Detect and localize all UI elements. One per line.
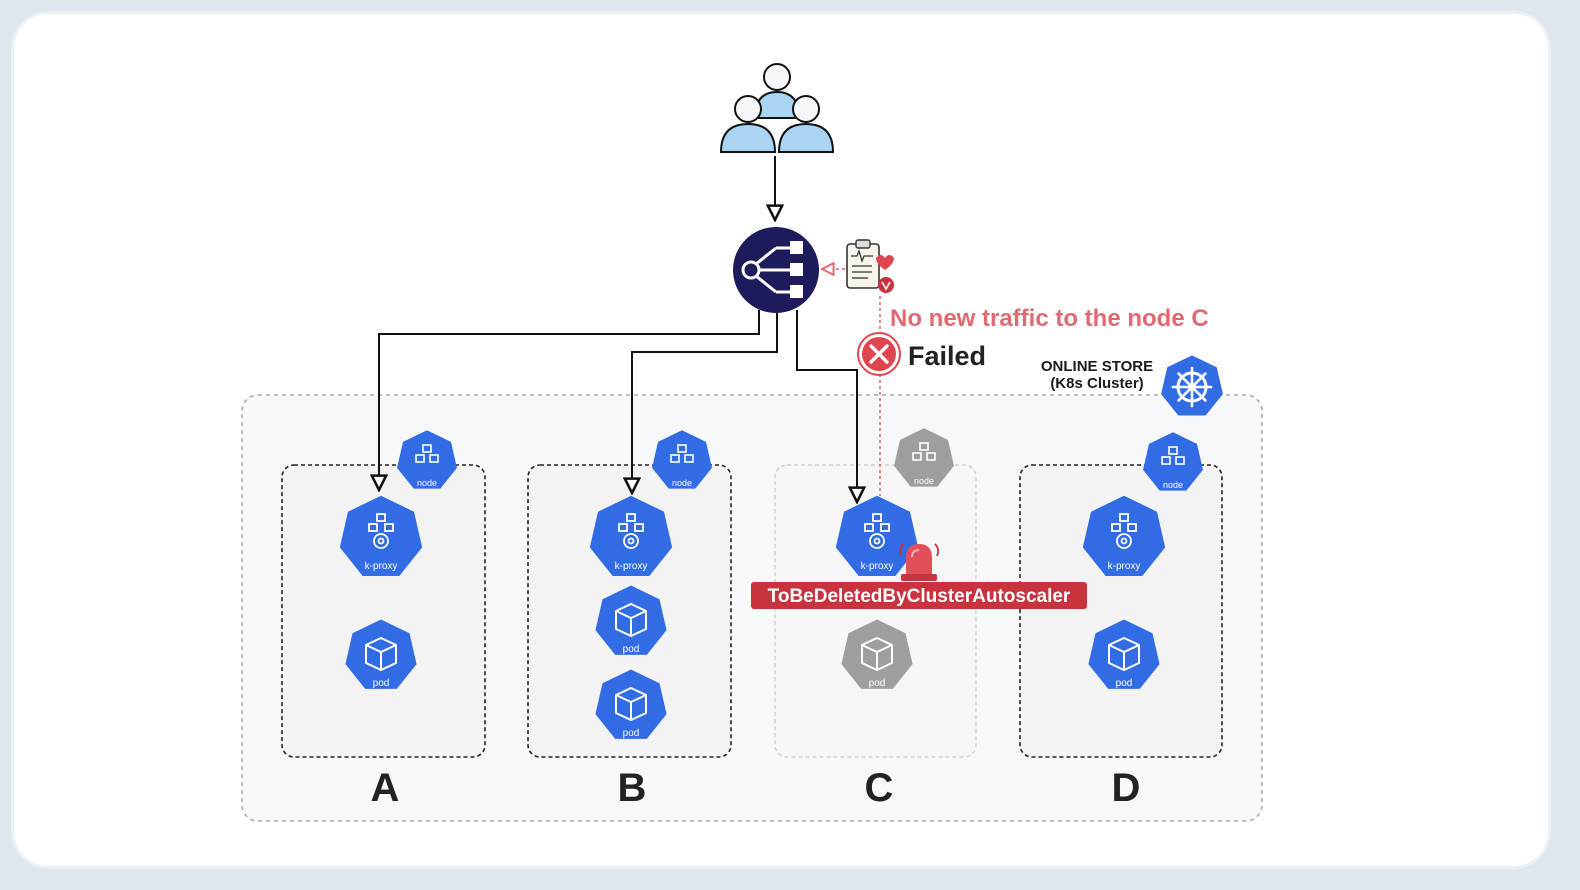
pod-icon-d: pod xyxy=(1088,619,1160,689)
svg-text:pod: pod xyxy=(373,678,390,689)
node-box-c xyxy=(774,464,977,758)
users-group-icon xyxy=(719,63,835,153)
svg-text:node: node xyxy=(1163,480,1183,490)
node-label-a: A xyxy=(371,766,400,810)
route-to-node-a xyxy=(379,310,760,490)
kproxy-icon-b: k-proxy xyxy=(589,495,673,577)
node-icon-b: node xyxy=(652,430,712,489)
svg-text:pod: pod xyxy=(623,644,640,655)
node-box-d xyxy=(1019,464,1223,758)
svg-text:node: node xyxy=(672,478,692,488)
cluster-title: ONLINE STORE xyxy=(1041,358,1153,375)
failed-status: Failed xyxy=(857,332,986,376)
svg-text:k-proxy: k-proxy xyxy=(365,561,398,572)
node-icon-a: node xyxy=(397,430,457,489)
pod-icon-c: pod xyxy=(841,619,913,689)
svg-text:node: node xyxy=(914,476,934,486)
taint-badge: ToBeDeletedByClusterAutoscaler xyxy=(751,582,1087,609)
warning-text: No new traffic to the node C xyxy=(890,305,1209,332)
kproxy-icon-c: k-proxy xyxy=(835,495,919,577)
health-check-clipboard-icon xyxy=(846,239,894,293)
kproxy-icon-a: k-proxy xyxy=(339,495,423,577)
route-to-node-b xyxy=(632,313,778,493)
pod-icon-b1: pod xyxy=(595,585,667,655)
svg-text:k-proxy: k-proxy xyxy=(615,561,648,572)
svg-text:pod: pod xyxy=(1116,678,1133,689)
pod-icon-b2: pod xyxy=(595,669,667,739)
node-icon-d: node xyxy=(1143,432,1203,491)
node-label-d: D xyxy=(1112,766,1141,810)
node-label-c: C xyxy=(865,766,894,810)
node-icon-c: node xyxy=(894,428,954,487)
alarm-siren-icon xyxy=(898,543,940,581)
diagram-canvas: No new traffic to the node C Failed ONLI… xyxy=(14,14,1548,866)
route-to-node-c xyxy=(796,310,857,502)
kubernetes-helm-icon xyxy=(1161,355,1223,416)
svg-text:k-proxy: k-proxy xyxy=(861,561,894,572)
svg-text:k-proxy: k-proxy xyxy=(1108,561,1141,572)
cluster-subtitle: (K8s Cluster) xyxy=(1050,375,1143,392)
load-balancer-icon xyxy=(733,227,819,313)
architecture-diagram: No new traffic to the node C Failed ONLI… xyxy=(241,63,1263,822)
taint-text: ToBeDeletedByClusterAutoscaler xyxy=(768,586,1071,607)
pod-icon-a: pod xyxy=(345,619,417,689)
node-box-a xyxy=(281,464,486,758)
svg-text:node: node xyxy=(417,478,437,488)
kproxy-icon-d: k-proxy xyxy=(1082,495,1166,577)
svg-text:pod: pod xyxy=(869,678,886,689)
svg-text:pod: pod xyxy=(623,728,640,739)
failed-label: Failed xyxy=(908,341,986,371)
node-label-b: B xyxy=(618,766,647,810)
